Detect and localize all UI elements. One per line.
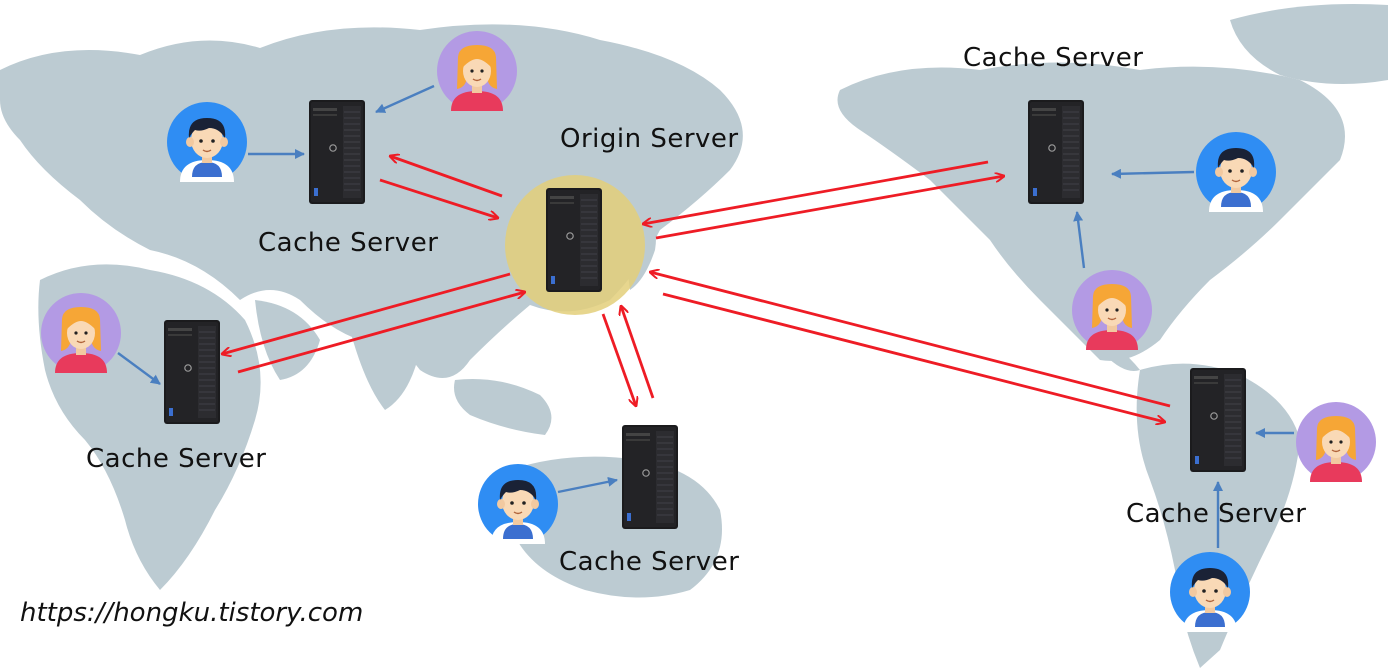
cache-server-australia-icon <box>621 424 679 530</box>
arrow-user-to-cache-africa <box>117 352 161 385</box>
arrow-user-to-cache-namerica-below <box>1073 211 1086 269</box>
arrow-origin-to-cache-australia <box>601 313 636 406</box>
arrow-user-to-cache-australia <box>557 476 618 494</box>
cache-server-africa-icon <box>163 319 221 425</box>
origin-server-label: Origin Server <box>560 124 739 154</box>
cache-server-europe-icon <box>308 99 366 205</box>
arrow-cache-samerica-to-origin <box>650 272 1171 408</box>
cache-server-label-namerica: Cache Server <box>963 43 1144 73</box>
user-male-australia-icon <box>477 463 559 545</box>
arrow-origin-to-cache-namerica <box>655 176 1004 240</box>
arrow-user-to-cache-europe-top <box>375 84 435 114</box>
arrow-cache-europe-to-origin <box>379 178 498 218</box>
arabia-landmass <box>255 300 320 380</box>
arrow-origin-to-cache-europe <box>390 156 503 198</box>
cache-server-samerica-icon <box>1189 367 1247 473</box>
origin-cache-links <box>222 156 1171 422</box>
cache-server-label-samerica: Cache Server <box>1126 499 1307 529</box>
user-male-namerica-icon <box>1195 131 1277 213</box>
india-landmass <box>350 329 420 410</box>
arrow-origin-to-cache-africa <box>222 272 511 354</box>
user-male-europe-icon <box>166 101 248 183</box>
user-female-samerica-icon <box>1295 401 1377 483</box>
cache-server-label-australia: Cache Server <box>559 547 740 577</box>
origin-server-icon <box>545 187 603 293</box>
user-male-samerica-icon <box>1169 551 1251 633</box>
cache-server-label-africa: Cache Server <box>86 444 267 474</box>
greenland-landmass <box>1230 4 1388 84</box>
user-female-namerica-icon <box>1071 269 1153 351</box>
arrow-user-to-cache-namerica-right <box>1111 168 1195 179</box>
arrow-cache-namerica-to-origin <box>643 160 989 224</box>
arrow-cache-africa-to-origin <box>237 292 525 374</box>
arrow-origin-to-cache-samerica <box>662 292 1165 422</box>
user-cache-links <box>117 84 1294 548</box>
watermark-url: https://hongku.tistory.com <box>20 598 364 628</box>
cache-server-namerica-icon <box>1027 99 1085 205</box>
user-female-europe-icon <box>436 30 518 112</box>
southeast-asia-landmass <box>454 379 552 435</box>
arrow-cache-australia-to-origin <box>621 306 655 399</box>
user-female-africa-icon <box>40 292 122 374</box>
cache-server-label-europe: Cache Server <box>258 228 439 258</box>
